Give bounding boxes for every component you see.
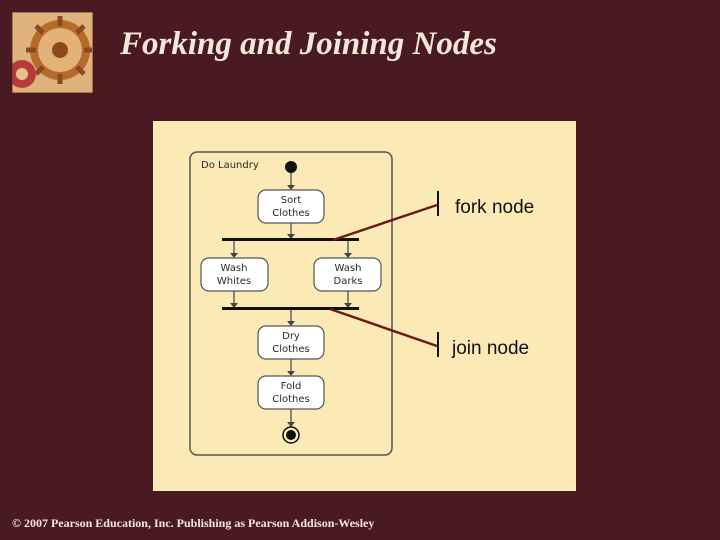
initial-node (285, 161, 297, 173)
arrowheads (230, 185, 352, 427)
action-wash-darks: Wash Darks (313, 257, 382, 292)
svg-text:Wash: Wash (335, 263, 362, 274)
frame-label: Do Laundry (201, 160, 259, 171)
svg-text:fork node: fork node (455, 197, 534, 218)
svg-text:Clothes: Clothes (272, 208, 310, 219)
fork-callout: fork node (332, 191, 534, 242)
svg-text:Fold: Fold (281, 381, 302, 392)
action-fold-clothes: Fold Clothes (257, 375, 325, 410)
slide-title: Forking and Joining Nodes (120, 26, 497, 62)
final-node (282, 426, 300, 444)
svg-text:join node: join node (451, 338, 529, 359)
join-callout: join node (329, 307, 529, 359)
action-wash-whites: Wash Whites (200, 257, 269, 292)
svg-text:Clothes: Clothes (272, 394, 310, 405)
activity-frame (189, 151, 393, 456)
fork-bar (222, 238, 359, 241)
diagram-panel (153, 121, 576, 491)
action-dry-clothes: Dry Clothes (257, 325, 325, 360)
svg-text:Sort: Sort (281, 195, 302, 206)
svg-text:Wash: Wash (221, 263, 248, 274)
action-sort-clothes: Sort Clothes (257, 189, 325, 224)
copyright-footer: © 2007 Pearson Education, Inc. Publishin… (12, 516, 375, 530)
svg-text:Dry: Dry (282, 331, 300, 342)
svg-text:Darks: Darks (334, 276, 363, 287)
join-bar (222, 307, 359, 310)
svg-text:Clothes: Clothes (272, 344, 310, 355)
svg-text:Whites: Whites (217, 276, 251, 287)
